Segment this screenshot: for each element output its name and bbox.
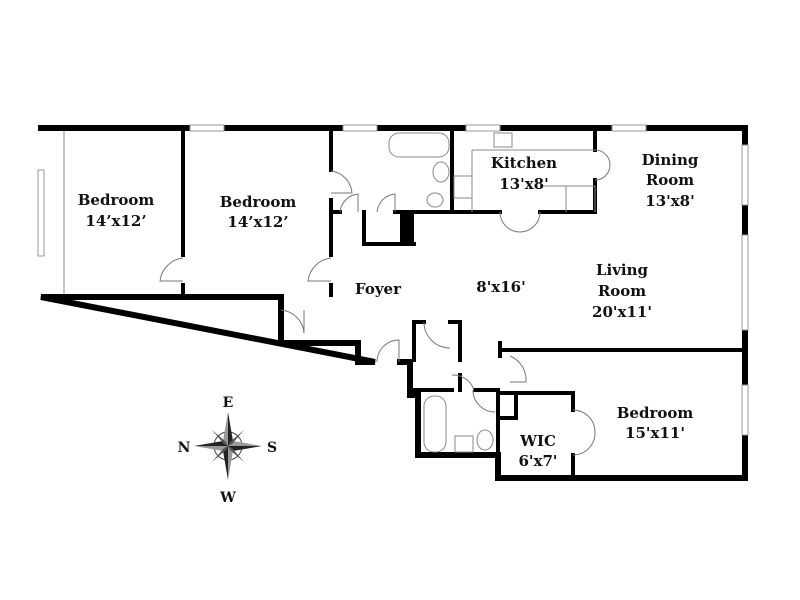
interior-walls xyxy=(181,129,747,480)
bedroom1-size: 14’x12’ xyxy=(85,212,146,230)
window xyxy=(741,144,749,206)
wic-name: WIC xyxy=(519,432,556,450)
compass-left-label: N xyxy=(178,440,191,456)
dining-size: 13'x8' xyxy=(645,192,694,210)
dining-name-2: Room xyxy=(646,171,694,189)
window xyxy=(741,384,749,436)
window xyxy=(342,124,378,132)
foyer-name: Foyer xyxy=(355,280,402,298)
bedroom3-name: Bedroom xyxy=(617,404,694,422)
window xyxy=(37,169,45,257)
bedroom1-name: Bedroom xyxy=(78,191,155,209)
foyer-size: 8'x16' xyxy=(476,278,525,296)
wic-size: 6'x7' xyxy=(518,452,557,470)
window xyxy=(189,124,225,132)
doors xyxy=(159,149,611,456)
bedroom3-size: 15'x11' xyxy=(625,424,685,442)
compass-rose-icon xyxy=(194,412,262,480)
window xyxy=(465,124,501,132)
bedroom2-size: 14’x12’ xyxy=(227,213,288,231)
compass-bottom-label: W xyxy=(219,490,236,506)
dining-name-1: Dining xyxy=(642,151,699,169)
kitchen-name: Kitchen xyxy=(491,154,557,172)
compass-right-label: S xyxy=(267,440,277,456)
fixtures xyxy=(388,132,596,453)
compass-top-label: E xyxy=(223,395,234,411)
window xyxy=(611,124,647,132)
bedroom2-name: Bedroom xyxy=(220,193,297,211)
window xyxy=(741,234,749,331)
living-size: 20'x11' xyxy=(592,303,652,321)
living-name-2: Room xyxy=(598,282,646,300)
living-name-1: Living xyxy=(596,261,649,279)
kitchen-size: 13'x8' xyxy=(499,175,548,193)
